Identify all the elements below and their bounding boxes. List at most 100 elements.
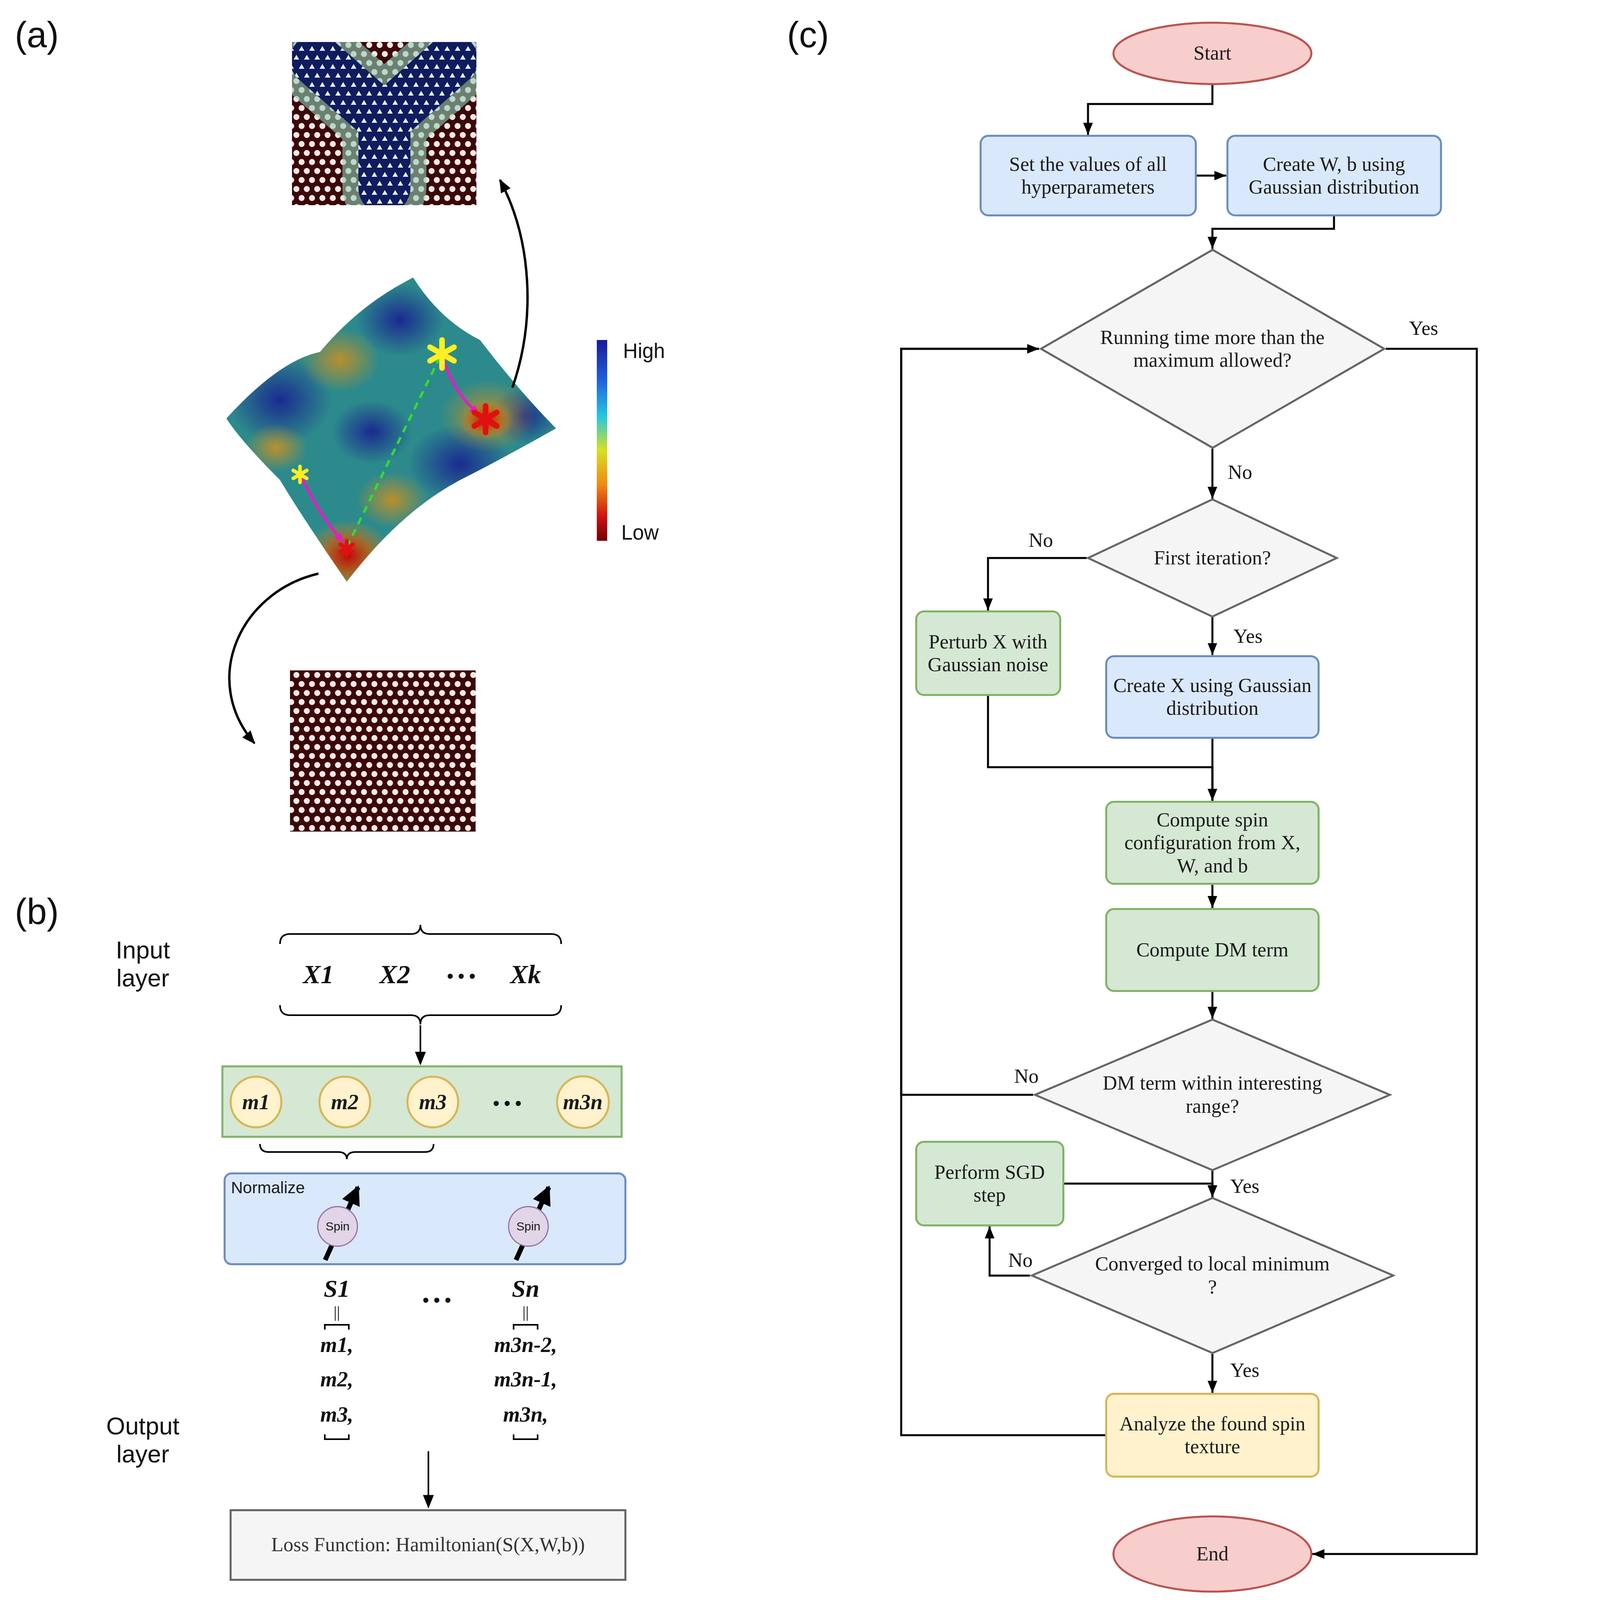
spin-vector: S1: [323, 1274, 350, 1303]
text-holder: Converged to local minimum ?: [1092, 1252, 1332, 1299]
flow-connector: [1196, 174, 1227, 177]
spin-component: m2,: [320, 1366, 354, 1392]
node-outline-shape: [318, 1206, 358, 1247]
node-outline-shape: [1113, 22, 1312, 84]
illustration-part: [316, 60, 452, 188]
process-box: Set the values of all hyperparameters: [979, 134, 1197, 217]
panel-label: (b): [14, 891, 59, 933]
decision-diamond: Running time more than the maximum allow…: [1039, 248, 1386, 449]
edge-label: No: [1225, 461, 1255, 484]
node-outline-shape: [1040, 250, 1384, 448]
illustration-part: [346, 356, 440, 548]
text-holder: Set the values of all hyperparameters: [987, 152, 1190, 199]
node-text: m3n: [562, 1089, 603, 1115]
node-text: Start: [1193, 41, 1232, 65]
node-text: Loss Function: Hamiltonian(S(X,W,b)): [271, 1533, 585, 1557]
illustration-part: [293, 466, 307, 483]
flow-connector: [1211, 448, 1214, 499]
text-holder: Normalize: [231, 1178, 306, 1198]
panel-label: (c): [787, 14, 830, 56]
illustration-part: [302, 478, 344, 542]
input-variable: Xk: [510, 959, 541, 990]
spin-component: m3n-2,: [494, 1332, 558, 1358]
colorbar-label: High: [623, 339, 666, 364]
node-outline-shape: [1088, 499, 1337, 617]
process-box: Perform SGD step: [915, 1140, 1065, 1227]
text-holder: Spin: [516, 1219, 541, 1234]
flow-connector: [1211, 884, 1214, 908]
process-box: Compute DM term: [1105, 908, 1320, 992]
node-text: Analyze the found spin texture: [1112, 1412, 1312, 1459]
node-text: m3: [418, 1089, 447, 1115]
node-text: Perturb X with Gaussian noise: [922, 630, 1054, 677]
illustration-part: [316, 60, 452, 188]
flow-connector: [1211, 992, 1214, 1019]
loss-function-box: Loss Function: Hamiltonian(S(X,W,b)): [229, 1509, 627, 1581]
flow-connector: [1312, 348, 1477, 1554]
text-holder: m1: [242, 1089, 270, 1115]
colorbar: [596, 340, 608, 541]
illustration-part: [316, 60, 452, 188]
panel-label: (a): [14, 14, 59, 56]
layer-label: Input layer: [90, 936, 195, 992]
normalize-fill: [224, 1173, 626, 1265]
illustration-part: [440, 380, 536, 452]
neuron-circle: m3: [407, 1076, 459, 1128]
flow-connector: [1212, 216, 1334, 249]
text-holder: m3: [418, 1089, 447, 1115]
illustration-part: [474, 406, 497, 433]
ellipsis: • • •: [447, 966, 476, 987]
node-text: Normalize: [231, 1178, 306, 1198]
node-text: Perform SGD step: [922, 1160, 1057, 1207]
edge-label: Yes: [1228, 1359, 1262, 1382]
illustration-part: [300, 328, 380, 392]
illustration-part: [280, 1005, 562, 1025]
layer-label: Output layer: [82, 1412, 203, 1468]
edge-label: No: [1005, 1249, 1035, 1272]
end-terminal: End: [1112, 1516, 1313, 1592]
decision-diamond: Converged to local minimum ?: [1030, 1197, 1396, 1354]
node-text: Compute DM term: [1136, 938, 1289, 962]
text-holder: Compute DM term: [1136, 938, 1289, 962]
spin-circle: Spin: [508, 1206, 549, 1247]
text-holder: Compute spin configuration from X, W, an…: [1112, 808, 1312, 878]
illustration-part: [293, 340, 497, 556]
pointer-arrow: [500, 180, 528, 388]
normalize-box: NormalizeSpinSpin: [223, 1172, 627, 1266]
node-outline-shape: [407, 1076, 459, 1128]
illustration-part: [324, 1324, 349, 1330]
illustration-part: [513, 1434, 538, 1440]
equals-sign: ||: [333, 1302, 340, 1322]
start-terminal: Start: [1112, 22, 1313, 85]
flow-connector: [988, 558, 1087, 611]
illustration-part: [324, 1434, 349, 1440]
node-text: Compute spin configuration from X, W, an…: [1112, 808, 1312, 878]
node-outline-shape: [508, 1206, 549, 1247]
text-holder: m2: [330, 1089, 359, 1115]
illustration-part: [513, 1324, 538, 1330]
illustration-part: [292, 42, 477, 206]
node-text: Spin: [516, 1219, 541, 1234]
spin-vector: Sn: [512, 1274, 540, 1303]
spin-component: m3,: [320, 1402, 354, 1427]
flow-connector: [1211, 1354, 1214, 1393]
node-text: First iteration?: [1154, 546, 1272, 570]
text-holder: m3n: [562, 1089, 603, 1115]
process-box: Create W, b using Gaussian distribution: [1226, 134, 1442, 217]
energy-landscape: [216, 272, 568, 592]
text-holder: Start: [1193, 41, 1232, 65]
edge-label: Yes: [1228, 1175, 1262, 1198]
spin-lattice-skyrmion: [292, 42, 477, 206]
illustration-part: [280, 924, 562, 944]
pointer-arrow: [229, 573, 319, 744]
illustration-part: [430, 340, 454, 368]
text-holder: Analyze the found spin texture: [1112, 1412, 1312, 1459]
flow-arrow: [419, 1025, 422, 1064]
spin-lattice-ferromagnet: [290, 670, 476, 832]
flow-connector: [1211, 738, 1214, 801]
illustration-part: [216, 272, 568, 592]
node-text: m1: [242, 1089, 270, 1115]
equals-sign: ||: [522, 1302, 529, 1322]
input-variable: X2: [379, 959, 410, 990]
